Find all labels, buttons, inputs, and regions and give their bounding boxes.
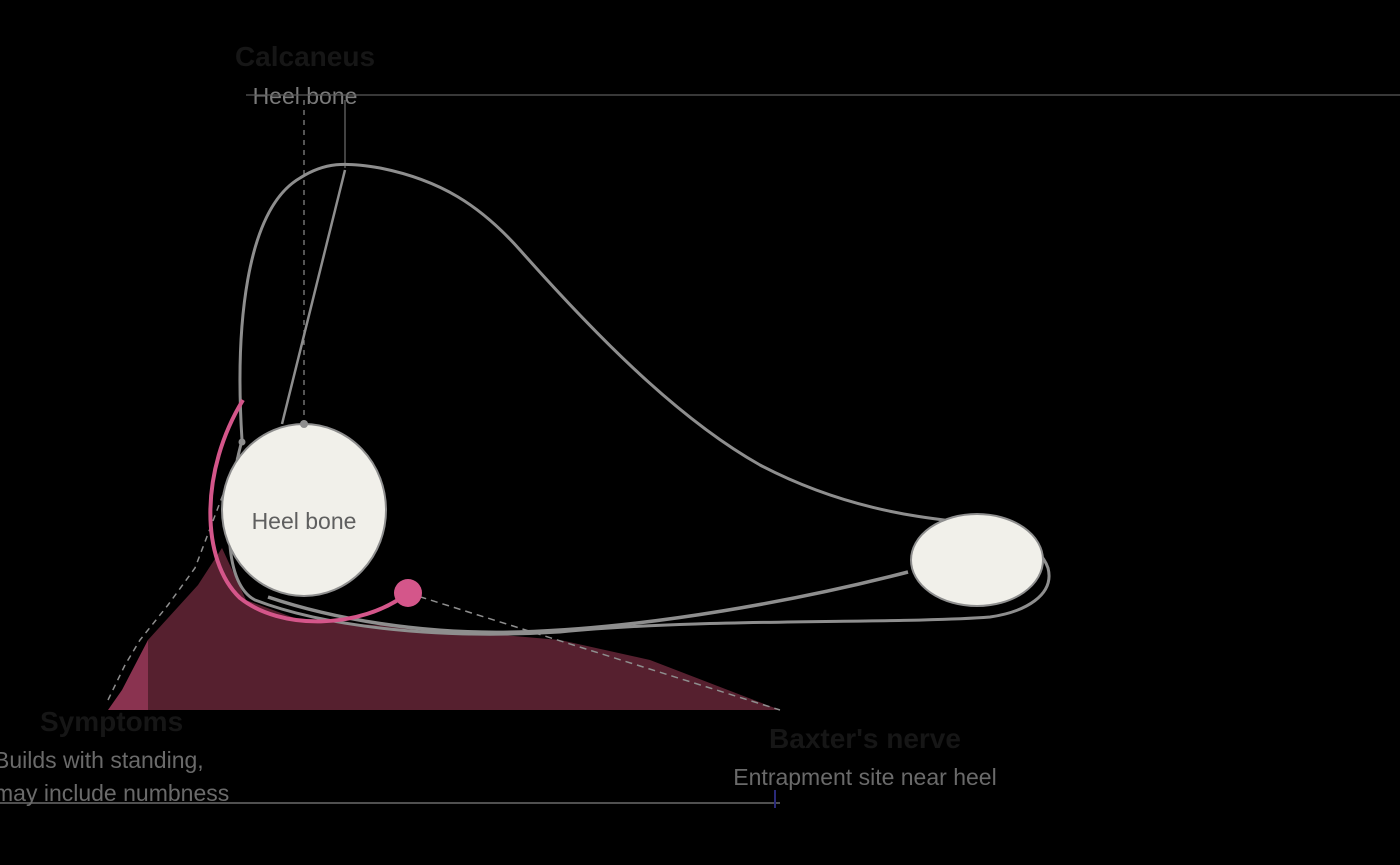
symptom-area (148, 548, 780, 710)
heel-anchor-dot (238, 438, 246, 446)
heel-bone-circle-label: Heel bone (252, 508, 357, 534)
symptoms-line-1: Builds with standing, (0, 747, 204, 773)
symptoms-title: Symptoms (40, 706, 183, 737)
baxters-nerve-subtitle: Entrapment site near heel (733, 764, 996, 790)
calcaneus-title: Calcaneus (235, 41, 375, 72)
baxters-nerve-path (208, 398, 410, 624)
calcaneus-subtitle: Heel bone (253, 83, 358, 109)
symptoms-line-2: may include numbness (0, 780, 229, 806)
baxters-nerve-title: Baxter's nerve (769, 723, 961, 754)
symptoms-leader-line (107, 449, 241, 701)
calcaneus-anchor-dot (300, 420, 308, 428)
baxters-nerve-leader-line (407, 592, 781, 711)
bone-contour (267, 570, 909, 635)
symptom-area-edge (108, 640, 148, 710)
nerve-node-icon (394, 579, 422, 607)
forefoot-oval-icon (910, 513, 1044, 607)
calcaneus-diagonal (280, 169, 347, 425)
